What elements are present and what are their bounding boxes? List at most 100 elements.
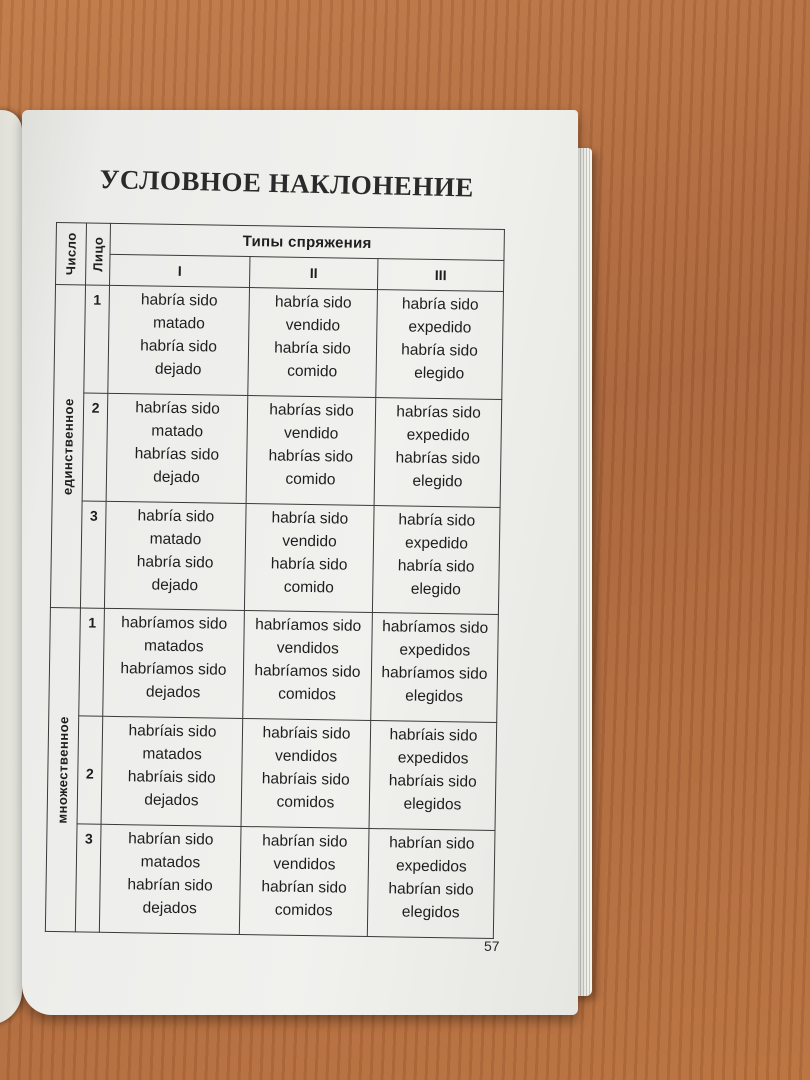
form-line: expedido [408,318,472,337]
header-column-3: III [377,258,504,292]
form-line: comidos [276,793,335,812]
form-cell: habría sido vendido habría sido comido [247,287,378,398]
form-line: matado [152,314,205,333]
form-line: expedidos [395,857,467,876]
person-cell: 3 [80,500,107,609]
form-line: habrían sido [261,878,347,897]
form-line: comidos [278,686,337,704]
left-page-edge [0,110,22,1025]
conjugation-table: Число Лицо Типы спряжения I II III единс… [45,222,505,939]
form-line: habríais sido [262,724,351,743]
form-line: matado [151,422,204,441]
form-line: habrías sido [396,403,481,422]
form-line: vendido [285,316,341,335]
form-cell: habríamos sido expedidos habríamos sido ele… [370,613,499,723]
form-line: habríais sido [261,770,350,789]
form-line: habrían sido [262,832,348,851]
person-cell: 1 [83,284,110,394]
form-line: habría sido [401,341,479,360]
form-line: dejados [142,899,198,918]
header-number-cell: Число [55,222,87,285]
form-line: elegidos [405,688,464,706]
form-line: vendidos [273,855,336,874]
page-title: УСЛОВНОЕ НАКЛОНЕНИЕ [99,164,475,203]
form-line: habrían sido [128,830,214,849]
form-line: habríais sido [127,768,216,787]
form-line: elegido [412,472,463,491]
header-column-1: I [109,254,250,288]
form-line: habríamos sido [254,662,361,682]
form-line: vendidos [276,640,339,658]
form-cell: habría sido matado habría sido dejado [107,285,250,396]
form-line: habríamos sido [382,618,489,638]
form-line: habría sido [274,293,352,312]
form-line: habrías sido [135,399,220,418]
form-line: habríamos sido [121,614,228,634]
form-line: matados [140,853,201,872]
form-cell: habría sido expedido habría sido elegido [375,289,504,400]
form-line: habríamos sido [120,660,227,680]
form-line: habrías sido [269,401,354,420]
person-cell: 3 [75,824,102,933]
form-line: dejado [153,468,200,487]
person-cell: 1 [78,608,105,717]
form-line: elegido [414,364,465,383]
book-page: УСЛОВНОЕ НАКЛОНЕНИЕ Число Лицо Типы сп [22,110,578,1015]
form-cell: habríamos sido vendidos habríamos sido comi… [242,610,373,721]
form-line: matados [142,745,202,764]
form-line: habrían sido [127,876,213,895]
conjugation-table-wrapper: Число Лицо Типы спряжения I II III единс… [45,222,505,939]
table-row: 3 habrían sido matados habrían sido dejados h… [45,824,495,939]
header-column-2: II [249,256,378,290]
form-line: expedido [404,534,469,553]
person-cell: 2 [82,392,108,501]
form-line: habrías sido [268,447,354,466]
form-line: habría sido [270,555,348,574]
form-line: elegidos [403,795,462,814]
form-line: habría sido [398,511,476,530]
form-line: habríamos sido [255,616,362,636]
header-person-cell: Лицо [85,222,111,286]
number-group-label: единственное [59,397,77,495]
form-line: habría sido [140,291,218,310]
header-number: Число [63,232,79,276]
form-line: comido [283,578,334,597]
form-line: habríais sido [128,722,217,741]
form-line: habrías sido [395,449,481,468]
form-line: comido [285,470,336,489]
form-line: habríamos sido [381,664,488,684]
number-group-label: множественное [54,716,72,824]
form-line: vendidos [274,747,338,766]
form-cell: habría sido expedido habría sido elegido [372,505,501,615]
form-line: habría sido [137,506,215,526]
form-line: elegido [410,580,461,599]
form-line: expedidos [399,641,471,661]
form-line: habría sido [401,295,479,314]
form-line: habríais sido [388,772,477,791]
form-line: comido [287,362,338,381]
form-line: habría sido [136,552,214,572]
form-line: habría sido [397,557,475,576]
form-line: habríais sido [389,726,478,745]
form-cell: habrían sido vendidos habrían sido comidos [239,826,370,937]
form-line: habría sido [274,339,352,358]
form-line: vendido [282,532,337,551]
form-line: habrían sido [388,834,475,853]
person-cell: 2 [77,716,103,825]
form-line: matado [149,530,202,548]
form-line: comidos [274,901,333,920]
form-line: dejado [154,360,202,379]
form-line: habría sido [140,337,218,356]
